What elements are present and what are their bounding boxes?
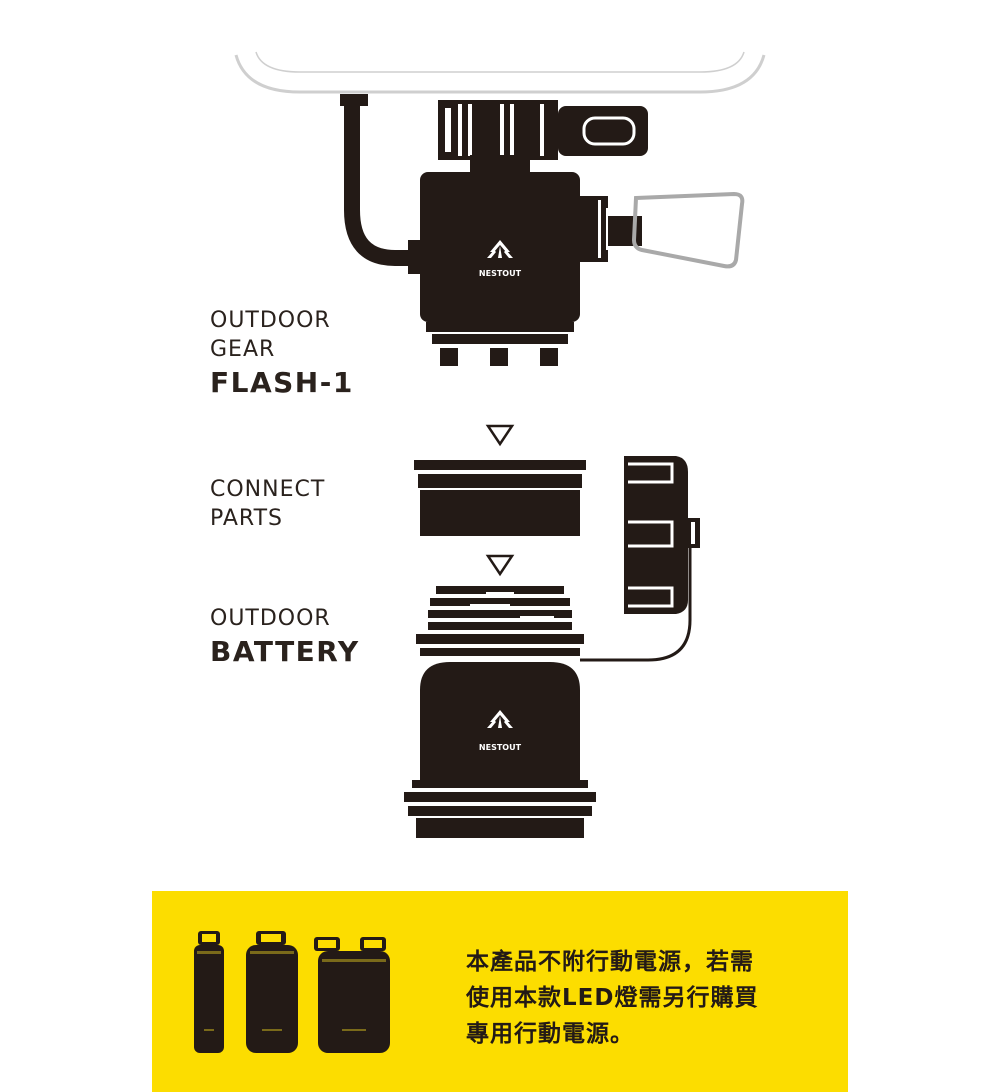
down-arrow-1 bbox=[485, 424, 515, 447]
battery-large bbox=[314, 937, 390, 1053]
notice-banner: 本產品不附行動電源，若需 使用本款LED燈需另行購買 專用行動電源。 bbox=[152, 891, 848, 1092]
battery-threads bbox=[428, 586, 572, 630]
battery-thread-highlights bbox=[470, 592, 554, 618]
flash-label-title: FLASH-1 bbox=[210, 366, 354, 399]
connect-ring-body bbox=[420, 490, 580, 536]
mount-arc-inner bbox=[255, 51, 745, 73]
notice-line-2: 使用本款LED燈需另行購買 bbox=[466, 985, 759, 1011]
battery-band-3 bbox=[408, 806, 592, 816]
flash-thread-2 bbox=[432, 334, 568, 344]
battery-base bbox=[416, 818, 584, 838]
connect-label: CONNECT PARTS bbox=[210, 475, 325, 533]
lamp-switch-slot bbox=[582, 116, 636, 146]
connect-label-line2: PARTS bbox=[210, 506, 283, 531]
flash-label-line2: GEAR bbox=[210, 337, 276, 362]
cable-clip bbox=[340, 94, 368, 106]
battery-collar bbox=[416, 634, 584, 644]
product-illustration: NESTOUT N bbox=[234, 51, 766, 838]
notice-text: 本產品不附行動電源，若需 使用本款LED燈需另行購買 專用行動電源。 bbox=[466, 944, 826, 1052]
connect-label-line1: CONNECT bbox=[210, 477, 326, 502]
notice-line-3: 專用行動電源。 bbox=[466, 1021, 634, 1047]
mount-arc bbox=[234, 54, 766, 94]
battery-band-2 bbox=[404, 792, 596, 802]
flash-legs bbox=[440, 348, 558, 366]
side-cap-slot-2 bbox=[628, 520, 674, 548]
battery-brand-logo: NESTOUT bbox=[479, 743, 522, 752]
battery-band-1 bbox=[412, 780, 588, 788]
side-cap-slot-1 bbox=[628, 462, 674, 484]
flash-side-plate bbox=[578, 196, 608, 262]
tether-cord bbox=[580, 548, 692, 662]
battery-small bbox=[194, 931, 224, 1053]
battery-lineup-illustration bbox=[194, 931, 390, 1053]
side-plate-lines bbox=[598, 200, 609, 258]
connect-ring-rim bbox=[418, 474, 582, 488]
flash-thread-1 bbox=[426, 322, 574, 332]
connect-ring-top bbox=[414, 460, 586, 470]
hook-handle bbox=[631, 191, 745, 269]
flash-label-line1: OUTDOOR bbox=[210, 308, 331, 333]
battery-label: OUTDOOR BATTERY bbox=[210, 604, 360, 671]
lamp-neck bbox=[470, 155, 530, 177]
flash-brand-logo: NESTOUT bbox=[479, 269, 522, 278]
side-cap bbox=[624, 456, 688, 614]
battery-label-title: BATTERY bbox=[210, 635, 360, 668]
battery-label-line1: OUTDOOR bbox=[210, 606, 331, 631]
flash-label: OUTDOOR GEAR FLASH-1 bbox=[210, 306, 354, 402]
side-cap-slot-3 bbox=[628, 586, 674, 608]
battery-collar-2 bbox=[420, 648, 580, 656]
down-arrow-2 bbox=[485, 554, 515, 577]
battery-leaf-logo bbox=[487, 710, 513, 728]
lamp-head-fins bbox=[445, 104, 544, 156]
flex-cable bbox=[344, 106, 420, 266]
notice-line-1: 本產品不附行動電源，若需 bbox=[466, 949, 754, 975]
leaf-arrow-logo bbox=[487, 240, 513, 258]
battery-medium bbox=[246, 931, 298, 1053]
